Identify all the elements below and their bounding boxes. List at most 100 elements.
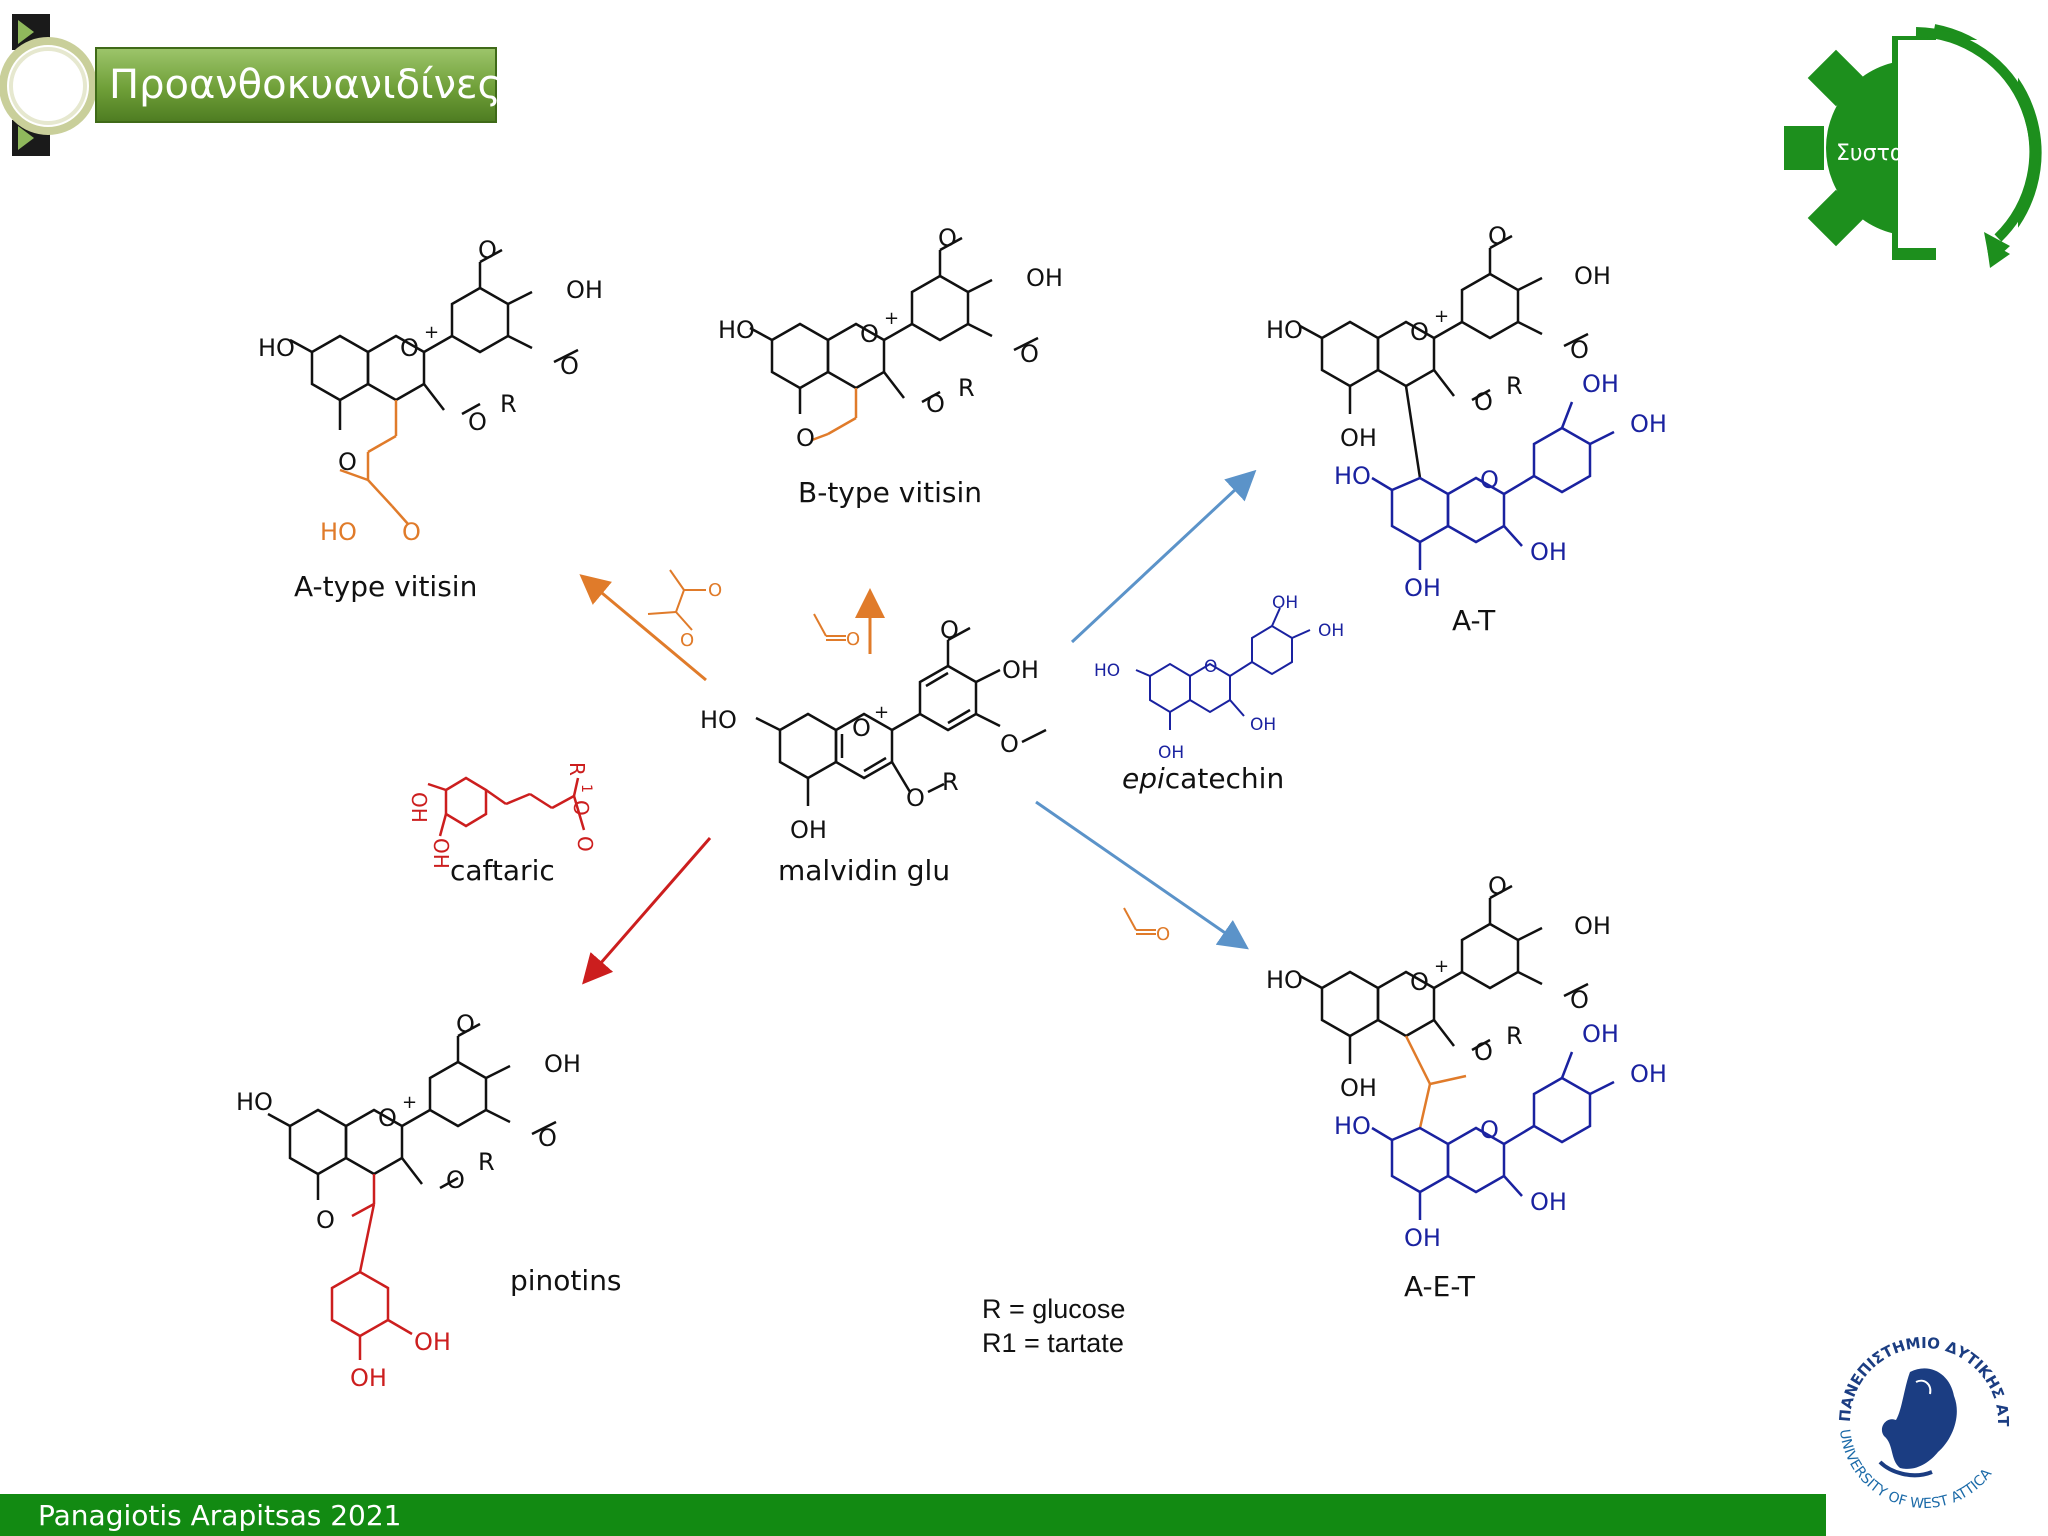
avit-plus: +: [424, 322, 439, 343]
pinotins-structure: [267, 1022, 557, 1200]
pinotins-caffeoyl: [330, 1174, 413, 1360]
arrow-to-a-t: [1070, 469, 1257, 644]
label-b-type-vitisin: B-type vitisin: [798, 476, 982, 509]
caf-o2: O: [573, 836, 597, 852]
epi-oh2: OH: [1318, 621, 1344, 641]
pyr-o2: O: [680, 630, 694, 651]
at-or-o: O: [1474, 388, 1493, 416]
label-a-type-vitisin: A-type vitisin: [294, 570, 478, 603]
footer-author: Panagiotis Arapitsas 2021: [38, 1498, 402, 1532]
caf-o1: O: [569, 800, 593, 816]
slide-title: Προανθοκυανιδίνες: [95, 47, 501, 123]
pin-caf-oh2: OH: [350, 1364, 387, 1392]
malvidin-or-r: R: [942, 768, 959, 796]
a-t-catechin: [1371, 401, 1615, 570]
acetaldehyde-reagent-2: [1123, 907, 1156, 935]
logo-bull-icon: [1881, 1368, 1957, 1469]
pin-or-o: O: [446, 1166, 465, 1194]
at-cat-o: O: [1480, 466, 1499, 494]
pin-ho: HO: [236, 1088, 273, 1116]
nav-button-label[interactable]: Συστα: [1836, 141, 1905, 166]
arrow-to-pinotins: [582, 837, 712, 985]
malvidin-oh-right: OH: [1002, 656, 1039, 684]
label-epicatechin-italic: epi: [1122, 762, 1165, 795]
at-cat-oh3: OH: [1530, 538, 1567, 566]
avit-o-plus: O: [400, 334, 419, 362]
aet-cat-ho: HO: [1334, 1112, 1371, 1140]
arrow-to-a-e-t: [1035, 800, 1249, 950]
malvidin-plus: +: [874, 702, 889, 723]
nav-white-mask: [1898, 40, 2018, 248]
caf-oh2: OH: [429, 838, 453, 869]
caf-r1-sub: 1: [578, 784, 594, 793]
bvit-oh: OH: [1026, 264, 1063, 292]
at-or-r: R: [1506, 372, 1523, 400]
a-t-structure: [1299, 234, 1589, 479]
aet-ho: HO: [1266, 966, 1303, 994]
bvit-o-ring: O: [796, 424, 815, 452]
at-cat-ho: HO: [1334, 462, 1371, 490]
pyruvic-reagent: [647, 569, 706, 631]
aet-oh-bottom: OH: [1340, 1074, 1377, 1102]
aet-oh: OH: [1574, 912, 1611, 940]
footer-bar: Panagiotis Arapitsas 2021: [0, 1494, 1826, 1536]
avit-or-o: O: [468, 408, 487, 436]
ach2-o: O: [1156, 924, 1170, 945]
bvit-o-plus: O: [860, 320, 879, 348]
at-cat-oh1: OH: [1582, 370, 1619, 398]
arrow-to-a-type: [579, 574, 707, 682]
aet-plus: +: [1434, 956, 1449, 977]
malvidin-oh-bottom: OH: [790, 816, 827, 844]
a-e-t-bridge: [1404, 1035, 1467, 1129]
bvit-plus: +: [884, 308, 899, 329]
aet-cat-o: O: [1480, 1116, 1499, 1144]
acetaldehyde-reagent-1: [813, 613, 846, 641]
pin-or-r: R: [478, 1148, 495, 1176]
title-ring-decoration: [0, 14, 97, 156]
at-oh: OH: [1574, 262, 1611, 290]
aet-cat-oh3: OH: [1530, 1188, 1567, 1216]
a-type-vitisin-pyran: [339, 400, 409, 525]
epi-oh1: OH: [1272, 593, 1298, 613]
malvidin-o-plus: O: [852, 714, 871, 742]
a-e-t-structure: [1299, 884, 1589, 1064]
at-o-top: O: [1488, 222, 1507, 250]
nav-arc-icon: [1915, 27, 2040, 258]
pin-o-plus: O: [378, 1104, 397, 1132]
caftaric-structure: [427, 776, 586, 837]
pin-caf-oh1: OH: [414, 1328, 451, 1356]
pin-oh: OH: [544, 1050, 581, 1078]
avit-cooh-o: O: [402, 518, 421, 546]
university-logo: ΠΑΝΕΠΙΣΤΗΜΙΟ ΔΥΤΙΚΗΣ ΑΤΤΙΚΗΣ UNIVERSITY …: [1820, 1312, 2012, 1512]
label-a-t: A-T: [1452, 604, 1496, 637]
legend-r: R = glucose: [982, 1294, 1126, 1324]
avit-o-right: O: [560, 352, 579, 380]
epi-o: O: [1204, 657, 1217, 677]
malvidin-ho-left: HO: [700, 706, 737, 734]
a-type-vitisin-structure: [289, 248, 579, 430]
malvidin-o-right: O: [1000, 730, 1019, 758]
epi-ho: HO: [1094, 661, 1120, 681]
bvit-or-o: O: [926, 390, 945, 418]
label-pinotins: pinotins: [510, 1264, 622, 1297]
malvidin-or-o: O: [906, 784, 925, 812]
avit-ho: HO: [258, 334, 295, 362]
label-malvidin-glu: malvidin glu: [778, 854, 951, 887]
aet-o-right: O: [1570, 986, 1589, 1014]
malvidin-o-top: O: [940, 616, 959, 644]
pin-o-ring: O: [316, 1206, 335, 1234]
epi-oh3: OH: [1250, 715, 1276, 735]
bvit-o-right: O: [1020, 340, 1039, 368]
at-ho: HO: [1266, 316, 1303, 344]
avit-oh: OH: [566, 276, 603, 304]
avit-o-top: O: [478, 236, 497, 264]
at-cat-oh2: OH: [1630, 410, 1667, 438]
aet-or-o: O: [1474, 1038, 1493, 1066]
pin-o-right: O: [538, 1124, 557, 1152]
aet-cat-oh4: OH: [1404, 1224, 1441, 1252]
at-plus: +: [1434, 306, 1449, 327]
ach1-o: O: [846, 629, 860, 650]
aet-or-r: R: [1506, 1022, 1523, 1050]
